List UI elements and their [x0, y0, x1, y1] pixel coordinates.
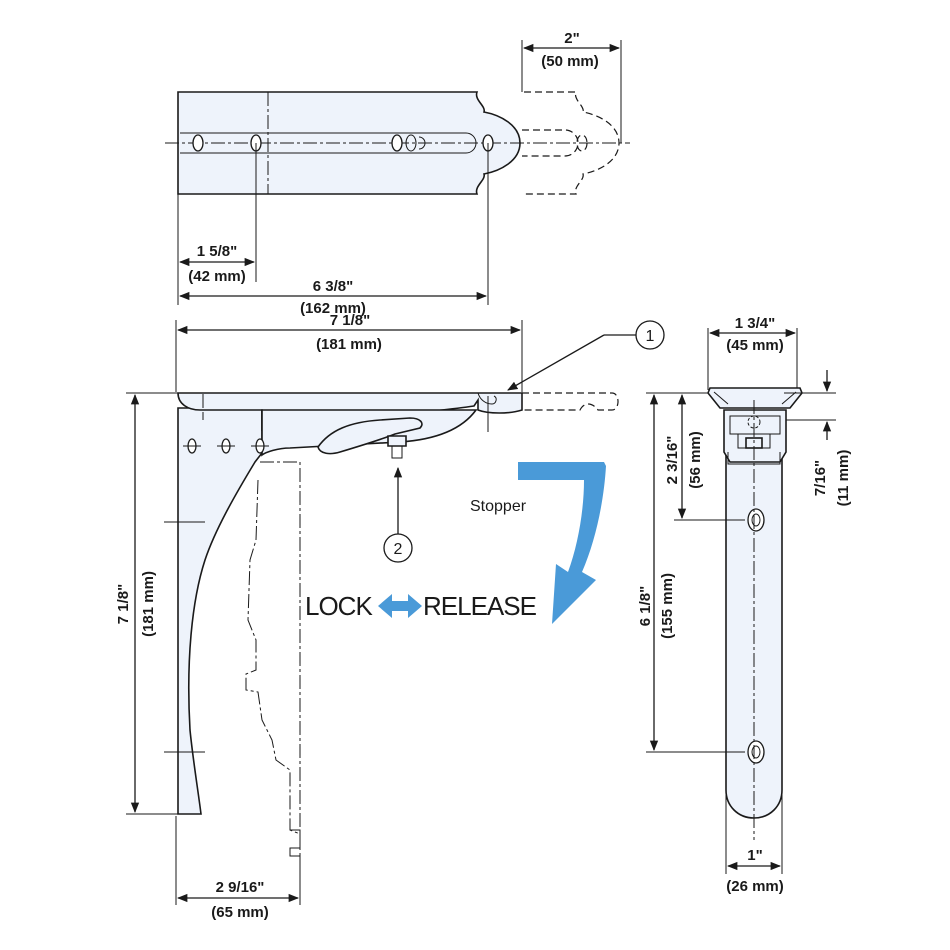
end-hole-1 [747, 508, 765, 532]
dim-side-top-hole-mm: (56 mm) [687, 431, 704, 489]
end-view: 1 3/4" (45 mm) 2 3/16" (56 mm) 6 1/8" (1… [637, 315, 852, 895]
callout-1-label: 1 [646, 328, 655, 345]
dim-side-thickness-in: 7/16" [812, 460, 829, 496]
dim-first-hole-mm: (42 mm) [188, 268, 246, 285]
lock-label: LOCK [305, 591, 373, 621]
lock-release-double-arrow [378, 594, 422, 618]
end-hole-2 [747, 740, 765, 764]
dim-side-width-mm: (45 mm) [726, 337, 784, 354]
dim-side-bar-width-mm: (26 mm) [726, 878, 784, 895]
dim-base-depth-in: 2 9/16" [216, 879, 265, 896]
dim-first-hole-in: 1 5/8" [197, 243, 237, 260]
top-hole-4 [405, 134, 417, 152]
wall-rail [245, 461, 301, 900]
release-label: RELEASE [423, 591, 537, 621]
dim-arm-length-mm: (181 mm) [316, 336, 382, 353]
top-hole-3 [391, 134, 403, 152]
dim-side-width-in: 1 3/4" [735, 315, 775, 332]
dim-top-travel-mm: (50 mm) [541, 53, 599, 70]
stopper-nut [387, 435, 407, 447]
stopper-rotation-arrow [518, 462, 606, 624]
callout-2-circle [383, 533, 413, 563]
top-view-extended-outline [524, 91, 620, 195]
stopper-label: Stopper [470, 498, 527, 515]
dim-side-top-hole-in: 2 3/16" [664, 436, 681, 485]
front-view: 7 1/8" (181 mm) [115, 312, 665, 921]
dim-top-travel-in: 2" [564, 30, 579, 47]
dim-hole-span-in: 6 3/8" [313, 278, 353, 295]
dim-hole-span-mm: (162 mm) [300, 300, 366, 317]
callout-2-label: 2 [394, 541, 403, 558]
dim-height-in: 7 1/8" [115, 584, 132, 624]
dim-arm-length-in: 7 1/8" [330, 312, 370, 329]
dim-side-bar-width-in: 1" [747, 847, 762, 864]
stopper-lever [317, 417, 423, 455]
end-view-mechanism [723, 409, 787, 463]
dim-side-hole-span-in: 6 1/8" [637, 586, 654, 626]
dim-side-thickness-mm: (11 mm) [835, 450, 852, 507]
dim-side-hole-span-mm: (155 mm) [659, 573, 676, 639]
dim-height-mm: (181 mm) [140, 571, 157, 637]
top-hole-1 [192, 134, 204, 152]
wall-bracket-body [177, 407, 263, 815]
top-view: 2" (50 mm) 1 5/8" (42 mm) 6 3/8" (162 mm… [165, 30, 630, 317]
dim-base-depth-mm: (65 mm) [211, 904, 269, 921]
end-view-plate [707, 387, 803, 409]
